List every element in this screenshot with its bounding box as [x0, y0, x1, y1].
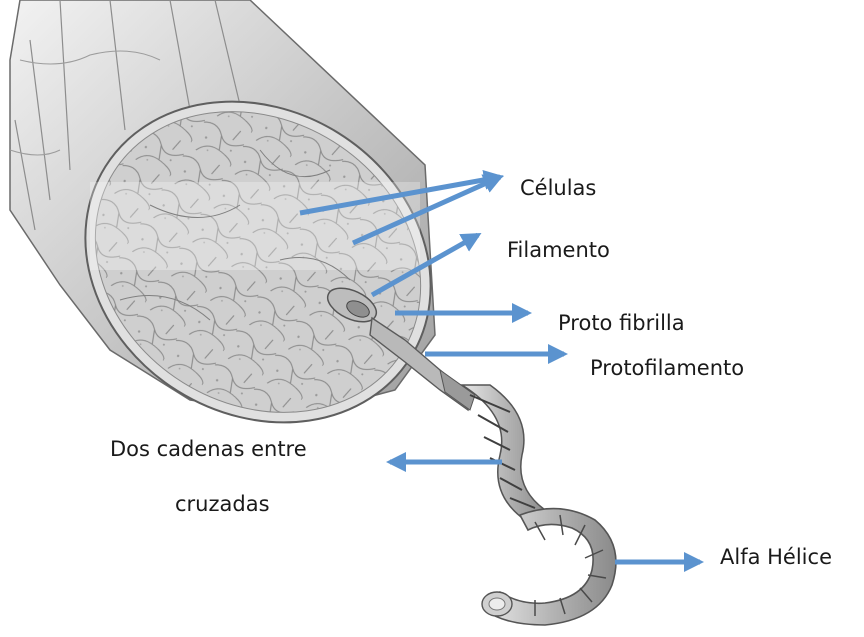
label-dos-cadenas-line1: Dos cadenas entre — [110, 437, 307, 461]
label-dos-cadenas-line2: cruzadas — [175, 492, 270, 516]
label-filamento: Filamento — [507, 238, 610, 262]
twisted-double-chain — [462, 385, 548, 520]
label-celulas: Células — [520, 176, 596, 200]
label-protofilamento: Protofilamento — [590, 356, 744, 380]
label-proto-fibrilla: Proto fibrilla — [558, 311, 685, 335]
alpha-helix-tube — [482, 509, 616, 625]
label-alfa-helice: Alfa Hélice — [720, 545, 832, 569]
